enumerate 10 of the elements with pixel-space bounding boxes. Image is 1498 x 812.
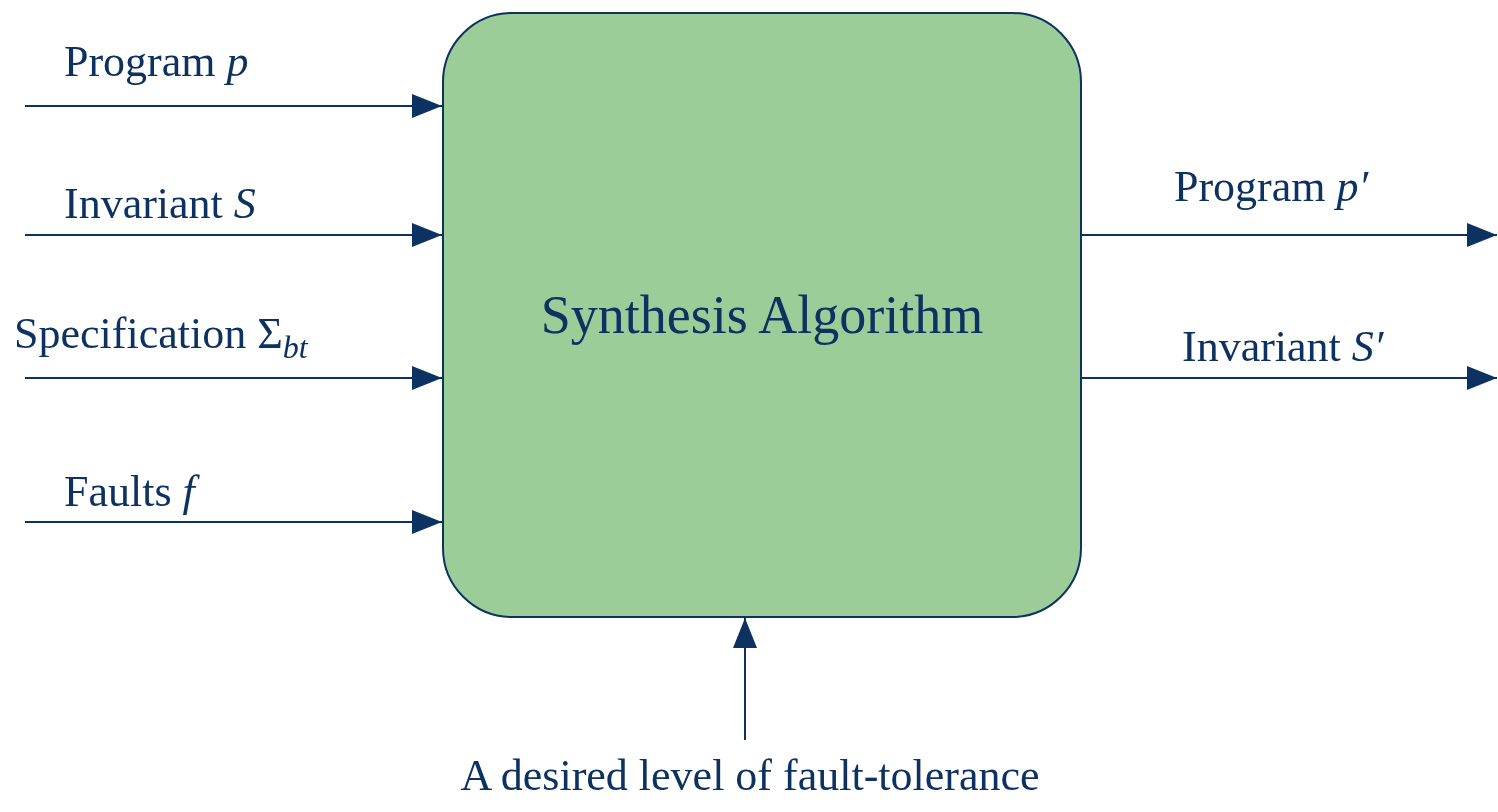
input-label: A desired level of fault-tolerance [380,740,1120,812]
arrow [24,366,443,390]
arrow [24,223,443,247]
process-box [442,12,1082,618]
arrow [1081,223,1498,247]
arrow [24,94,443,118]
arrow [1081,366,1498,390]
arrow [733,617,757,741]
arrow [24,510,443,534]
box-title: Synthesis Algorithm [540,284,984,346]
